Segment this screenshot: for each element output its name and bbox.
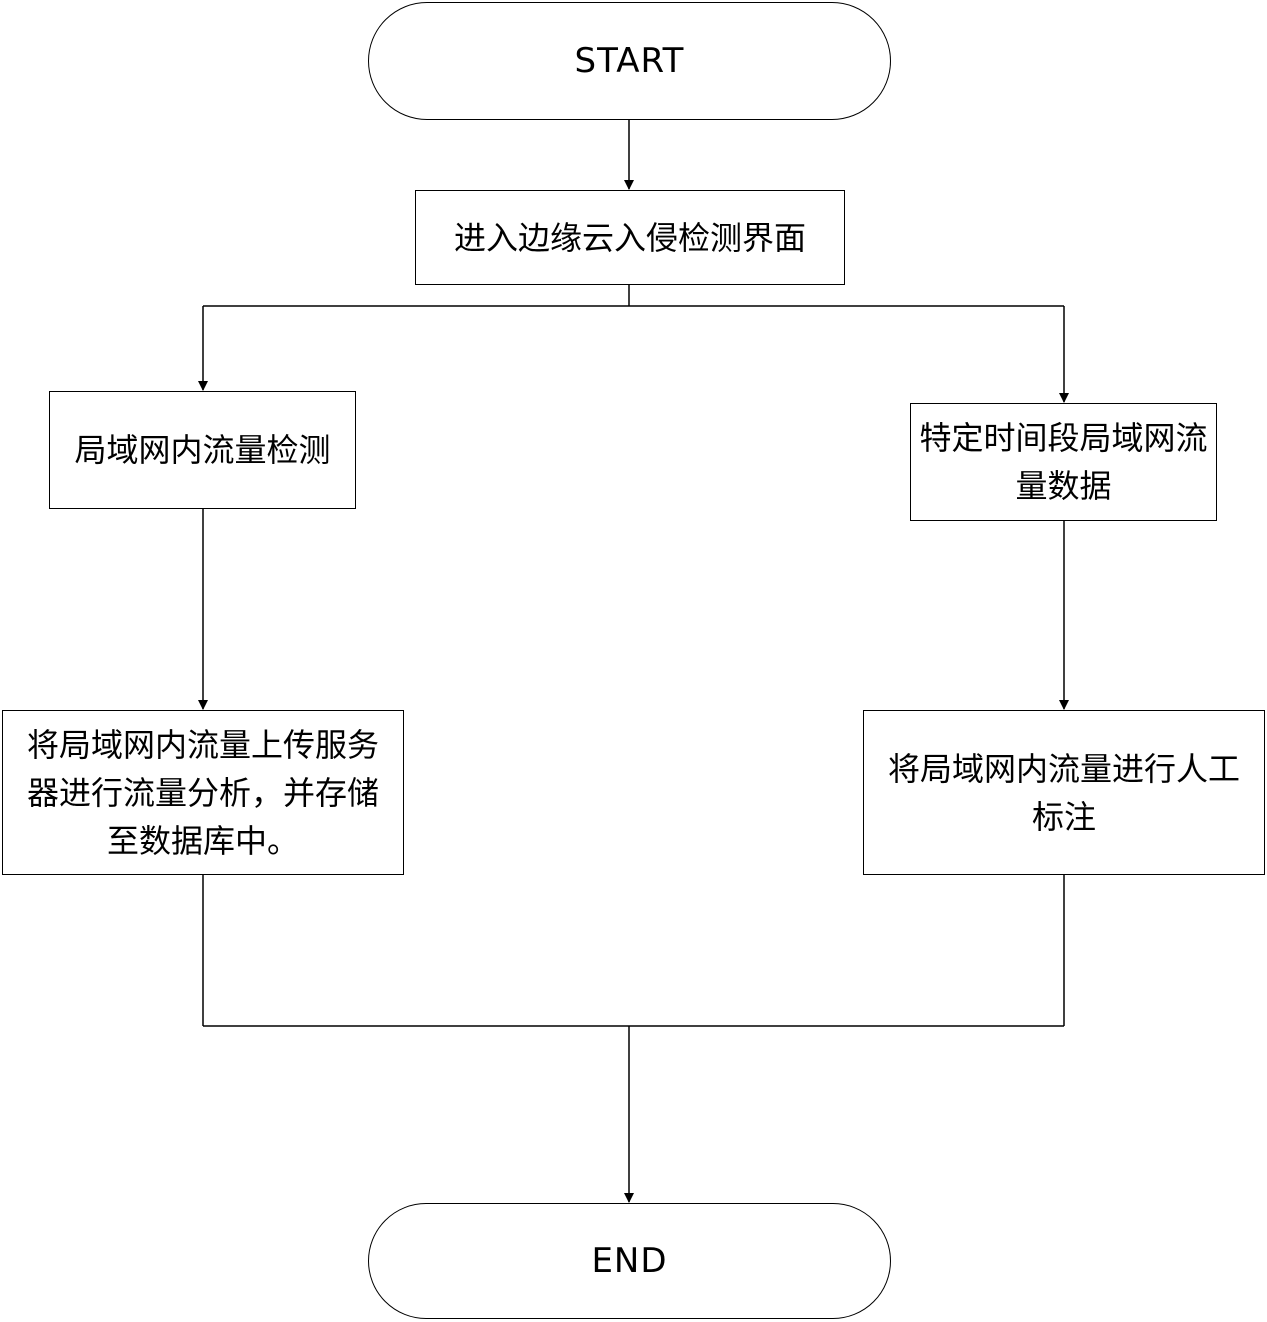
enter-interface-step: 进入边缘云入侵检测界面 — [415, 190, 845, 285]
manual-labeling-step: 将局域网内流量进行人工标注 — [863, 710, 1265, 875]
start-terminal: START — [368, 2, 891, 120]
specific-period-traffic-step: 特定时间段局域网流量数据 — [910, 403, 1217, 521]
lan-traffic-detection-step: 局域网内流量检测 — [49, 391, 356, 509]
end-terminal: END — [368, 1203, 891, 1319]
manual-labeling-label: 将局域网内流量进行人工标注 — [887, 749, 1240, 836]
upload-analysis-label: 将局域网内流量上传服务器进行流量分析，并存储至数据库中。 — [26, 725, 379, 860]
upload-analysis-step: 将局域网内流量上传服务器进行流量分析，并存储至数据库中。 — [2, 710, 404, 875]
lan-traffic-detection-label: 局域网内流量检测 — [74, 431, 331, 469]
enter-interface-label: 进入边缘云入侵检测界面 — [453, 218, 806, 257]
end-label: END — [591, 1241, 668, 1281]
specific-period-traffic-label: 特定时间段局域网流量数据 — [919, 419, 1208, 505]
start-label: START — [574, 41, 685, 81]
